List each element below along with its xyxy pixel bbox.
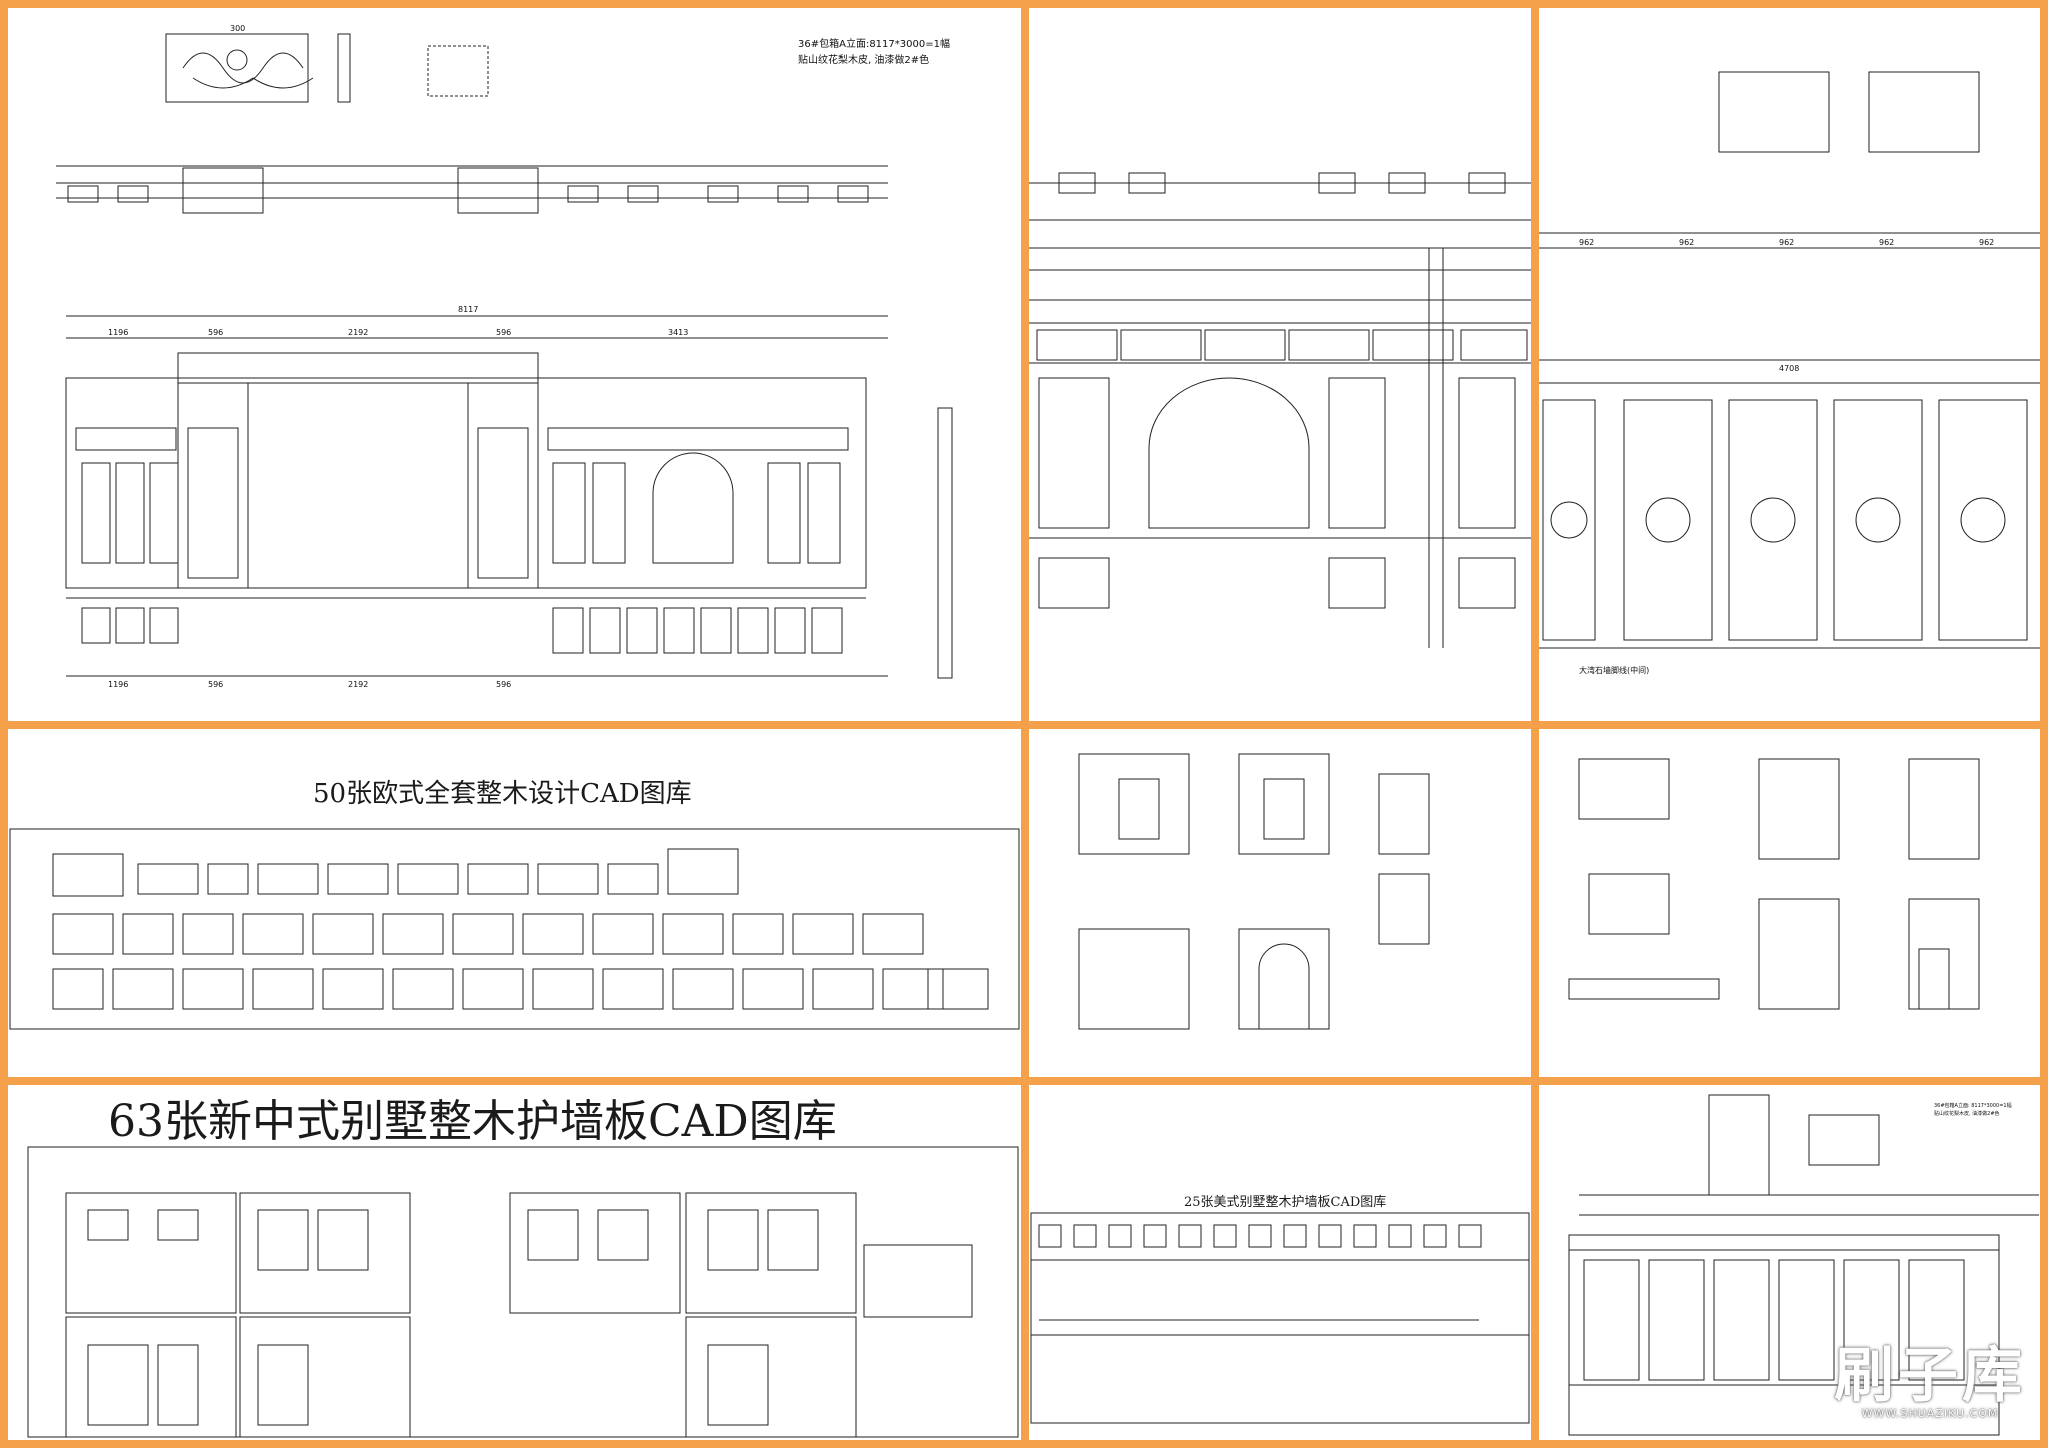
new-chinese-sheets xyxy=(27,1146,1019,1438)
dim-overall: 8117 xyxy=(458,305,479,314)
panel-elevation-detail xyxy=(1029,8,1531,721)
european-title: 50张欧式全套整木设计CAD图库 xyxy=(313,779,692,809)
elevation-detail-drawing xyxy=(1029,172,1531,648)
watermark-url: WWW.SHUAZIKU.COM xyxy=(1861,1407,1999,1420)
dim-right: 3413 xyxy=(668,328,689,337)
detail-note-line1: 36#包箱A立面: 8117*3000=1幅 xyxy=(1934,1103,2012,1109)
dim-bottom-3: 2192 xyxy=(348,680,369,689)
elevation-note-line2: 贴山纹花梨木皮, 油漆做2#色 xyxy=(798,55,930,66)
dim-top-2: 596 xyxy=(208,328,224,337)
carved-dim-4: 962 xyxy=(1879,238,1895,247)
sheets-right-drawing xyxy=(1568,758,1980,1010)
new-chinese-title: 63张新中式别墅整木护墙板CAD图库 xyxy=(108,1096,837,1147)
dim-top-4: 596 xyxy=(496,328,512,337)
american-title: 25张美式别墅整木护墙板CAD图库 xyxy=(1184,1195,1387,1210)
panel-sheets-middle xyxy=(1029,729,1531,1077)
carved-dim-3: 962 xyxy=(1779,238,1795,247)
detail-br-drawing xyxy=(1568,1094,2039,1436)
dim-top-1: 1196 xyxy=(108,328,129,337)
european-thumbnails xyxy=(9,828,1020,1030)
carved-dim-overall: 4708 xyxy=(1779,364,1800,373)
panel-american-library: 25张美式别墅整木护墙板CAD图库 xyxy=(1029,1085,1531,1440)
dim-top-3: 2192 xyxy=(348,328,369,337)
dim-bottom-4: 596 xyxy=(496,680,512,689)
carved-dim-2: 962 xyxy=(1679,238,1695,247)
dim-ornament: 300 xyxy=(230,24,246,33)
panel-european-library: 50张欧式全套整木设计CAD图库 xyxy=(8,729,1021,1077)
detail-note-line2: 贴山纹花梨木皮, 油漆做2#色 xyxy=(1934,1111,2000,1117)
carved-dim-5: 962 xyxy=(1979,238,1995,247)
dim-bottom-2: 596 xyxy=(208,680,224,689)
carved-panels-drawing xyxy=(1539,71,2040,649)
watermark: 刷子库 WWW.SHUAZIKU.COM xyxy=(1834,1345,2026,1420)
panel-carved-panels: 962 962 962 962 962 4708 大湾石墙脚线(中间) xyxy=(1539,8,2040,721)
dim-bottom-1: 1196 xyxy=(108,680,129,689)
panel-sheets-right xyxy=(1539,729,2040,1077)
elevation-note-line1: 36#包箱A立面:8117*3000=1幅 xyxy=(798,39,950,50)
panel-new-chinese-library: 63张新中式别墅整木护墙板CAD图库 xyxy=(8,1085,1021,1440)
sheets-middle-drawing xyxy=(1078,753,1430,1030)
panel-detail-br: 36#包箱A立面: 8117*3000=1幅 贴山纹花梨木皮, 油漆做2#色 刷… xyxy=(1539,1085,2040,1440)
panel-elevation-a: 36#包箱A立面:8117*3000=1幅 贴山纹花梨木皮, 油漆做2#色 30… xyxy=(8,8,1021,721)
elevation-drawing xyxy=(56,33,953,679)
watermark-logo-text: 刷子库 xyxy=(1834,1341,2026,1411)
carved-footnote: 大湾石墙脚线(中间) xyxy=(1579,666,1650,675)
american-thumbnails xyxy=(1030,1212,1530,1424)
carved-dim-1: 962 xyxy=(1579,238,1595,247)
